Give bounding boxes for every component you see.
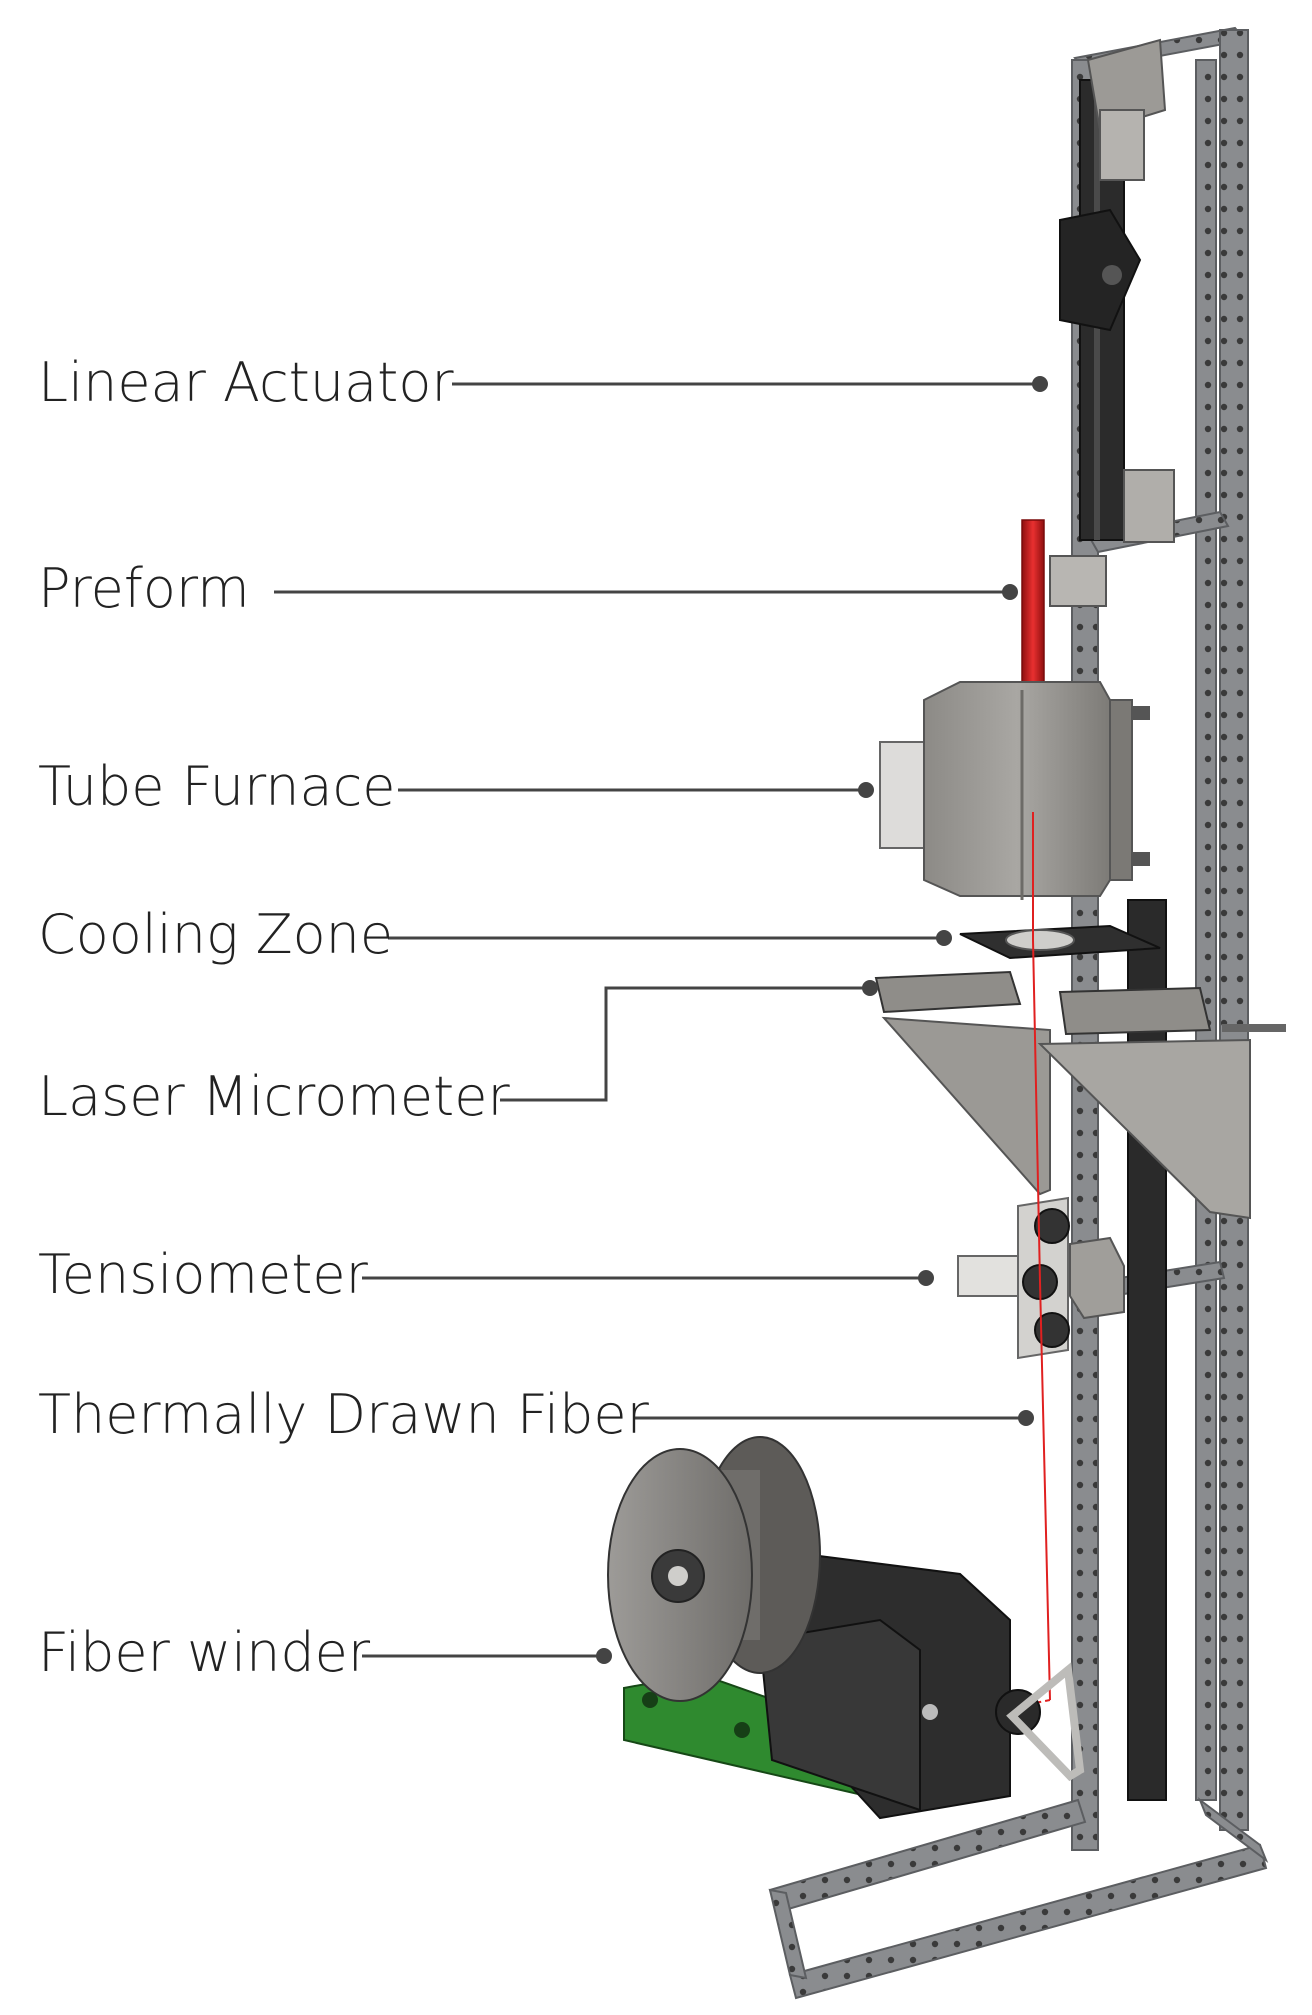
micrometer-left-head xyxy=(874,970,1022,1014)
leader-dots xyxy=(596,376,1048,1664)
tensiometer-shaft xyxy=(957,1255,1019,1297)
tensiometer-pulley-bottom xyxy=(1034,1312,1070,1348)
label-linear-actuator: Linear Actuator xyxy=(38,351,454,414)
tube-furnace xyxy=(879,681,1150,900)
laser-micrometer xyxy=(874,970,1286,1220)
label-thermally-drawn-fiber: Thermally Drawn Fiber xyxy=(38,1383,649,1446)
cooling-zone xyxy=(959,924,1161,960)
linear-actuator xyxy=(1049,38,1175,607)
furnace-right-flange xyxy=(1109,699,1133,881)
winder-knob-2 xyxy=(734,1722,750,1738)
actuator-carriage xyxy=(1059,208,1142,332)
label-preform: Preform xyxy=(38,557,250,620)
leader-dot-tube-furnace xyxy=(858,782,874,798)
winder-step xyxy=(758,1618,921,1812)
frame-right-upright xyxy=(1219,29,1249,1831)
winder-knob-1 xyxy=(642,1692,658,1708)
leader-dot-tensiometer xyxy=(918,1270,934,1286)
leader-dot-linear-actuator xyxy=(1032,376,1048,392)
label-fiber-winder: Fiber winder xyxy=(38,1621,371,1684)
leader-dot-laser-micrometer xyxy=(862,980,878,996)
leader-dot-thermally-drawn-fiber xyxy=(1018,1410,1034,1426)
tensiometer xyxy=(957,1196,1125,1360)
frame-base-left-end xyxy=(768,1888,808,1980)
actuator-top-bracket xyxy=(1086,38,1167,132)
lower-vertical-rail xyxy=(1127,899,1167,1801)
frame-right-back-upright xyxy=(1195,59,1217,1801)
fiber-winder xyxy=(607,1436,1085,1820)
tensiometer-pulley-top xyxy=(1034,1208,1070,1244)
leader-dot-fiber-winder xyxy=(596,1648,612,1664)
frame-base-front-rail xyxy=(788,1843,1268,2000)
label-cooling-zone: Cooling Zone xyxy=(38,903,394,966)
label-laser-micrometer: Laser Micrometer xyxy=(38,1065,510,1128)
micrometer-left-bracket xyxy=(881,1016,1051,1196)
cooling-zone-ring xyxy=(1005,929,1075,951)
winder-spool-bore xyxy=(668,1566,688,1586)
frame-base-right-end xyxy=(1197,1797,1269,1863)
leader-laser-micrometer xyxy=(500,986,870,1102)
label-tensiometer: Tensiometer xyxy=(38,1243,368,1306)
label-tube-furnace: Tube Furnace xyxy=(38,755,396,818)
furnace-body xyxy=(923,681,1111,897)
frame-base-left-rail xyxy=(768,1798,1087,1914)
leader-dot-cooling-zone xyxy=(936,930,952,946)
furnace-tab-bottom xyxy=(1132,852,1150,866)
actuator-motor xyxy=(1099,109,1145,181)
winder-shaft-end xyxy=(922,1704,938,1720)
thermally-drawn-fiber xyxy=(1032,812,1051,1701)
preform-clamp xyxy=(1049,555,1107,607)
furnace-tab-top xyxy=(1132,706,1150,720)
micrometer-right-head xyxy=(1058,986,1212,1036)
actuator-pulley xyxy=(1102,265,1122,285)
leader-lines xyxy=(274,382,1040,1658)
tensiometer-load-cell xyxy=(1069,1236,1125,1320)
leader-dot-preform xyxy=(1002,584,1018,600)
actuator-lower-block xyxy=(1123,469,1175,543)
micrometer-rod xyxy=(1222,1024,1286,1032)
furnace-side-panel xyxy=(879,741,925,849)
winder-guide-arm xyxy=(1006,1662,1085,1782)
micrometer-right-bracket xyxy=(1037,1038,1251,1220)
